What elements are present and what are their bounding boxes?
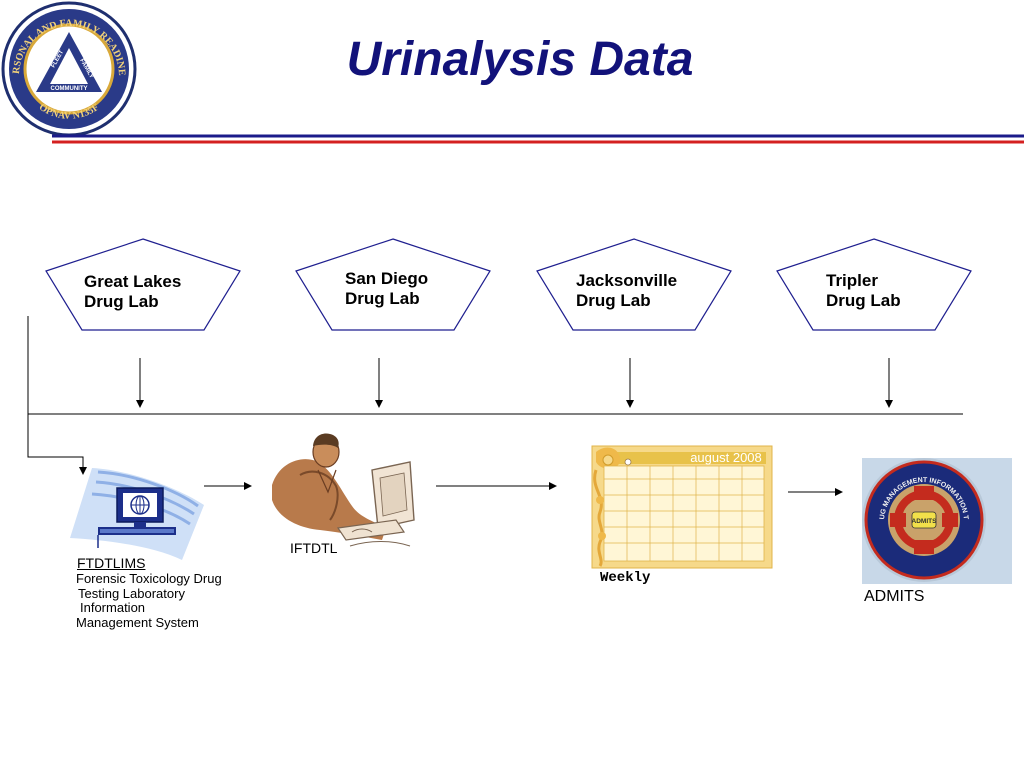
ftdtlims-desc-line: Testing Laboratory — [78, 585, 185, 601]
ftdtlims-desc-line: Information — [80, 600, 146, 615]
lab-label-line1: Tripler — [826, 271, 878, 290]
admits-label: ADMITS — [864, 588, 925, 605]
lab-label-line2: Drug Lab — [84, 292, 159, 311]
lab-label-tripler: Tripler Drug Lab — [826, 271, 901, 311]
lab-pentagon-tripler — [776, 238, 972, 331]
ftdtlims-desc-line: Management System — [76, 614, 199, 630]
lab-pentagon-jacksonville — [536, 238, 732, 331]
lab-pentagon-san-diego — [295, 238, 491, 331]
lab-pentagon-great-lakes — [45, 238, 241, 331]
lab-label-san-diego: San Diego Drug Lab — [345, 269, 428, 309]
ftdtlims-title: FTDTLIMS — [77, 555, 146, 571]
lab-label-line1: San Diego — [345, 269, 429, 288]
lab-label-jacksonville: Jacksonville Drug Lab — [576, 271, 677, 311]
lab-label-great-lakes: Great Lakes Drug Lab — [84, 272, 181, 312]
ftdtlims-description: Forensic Toxicology Drug Testing Laborat… — [76, 571, 222, 630]
feed-line-ftdtlims — [27, 316, 87, 475]
admits-center-text: ADMITS — [912, 518, 938, 525]
header-rule — [52, 134, 1024, 144]
lab-label-line1: Great Lakes — [84, 272, 182, 291]
personal-family-readiness-seal: PERSONAL AND FAMILY READINESS OPNAV N135… — [0, 0, 137, 137]
slide-title: Urinalysis Data — [346, 33, 694, 86]
lab-label-line2: Drug Lab — [576, 291, 651, 310]
lab-technician-icon — [272, 433, 415, 547]
computer-icon — [70, 468, 204, 560]
seal-community-label: COMMUNITY — [51, 86, 88, 92]
iftdtl-label: IFTDTL — [290, 540, 338, 556]
calendar-icon: august 2008 — [591, 445, 773, 569]
weekly-label: Weekly — [600, 570, 651, 586]
calendar-month-label: august 2008 — [690, 450, 762, 465]
ftdtlims-desc-line: Forensic Toxicology Drug — [76, 571, 222, 586]
lab-label-line2: Drug Lab — [826, 291, 901, 310]
lab-label-line2: Drug Lab — [345, 289, 420, 308]
lab-label-line1: Jacksonville — [576, 271, 678, 290]
